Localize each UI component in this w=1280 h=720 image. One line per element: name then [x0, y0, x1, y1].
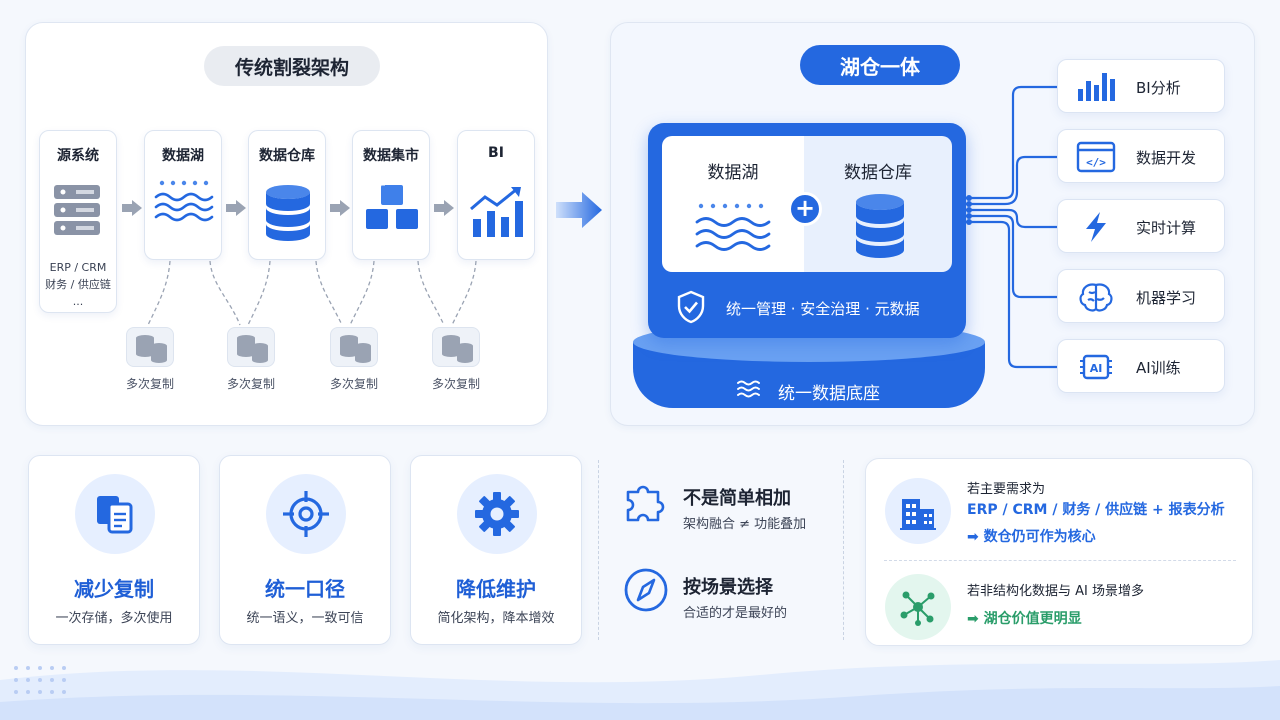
scenario-result: ➡ 湖仓价值更明显 [967, 608, 1082, 628]
app-data-development[interactable]: </> 数据开发 [1057, 129, 1225, 183]
ai-chip-icon: AI [1080, 354, 1112, 380]
copy-storage-1 [126, 327, 174, 367]
node-title: 数据集市 [363, 148, 419, 164]
lakehouse-title: 湖仓一体 [800, 45, 960, 85]
building-icon [900, 499, 936, 530]
app-label: 机器学习 [1136, 289, 1197, 307]
app-ai-training[interactable]: AI AI训练 [1057, 339, 1225, 393]
water-waves-icon [154, 180, 214, 222]
app-connectors [965, 85, 1057, 369]
source-label-3: ... [72, 295, 84, 308]
lake-section [662, 136, 804, 272]
svg-text:AI: AI [1090, 362, 1103, 375]
bar-chart-icon [1078, 73, 1115, 101]
app-bi-analysis[interactable]: BI分析 [1057, 59, 1225, 113]
feature-card-unified-metrics: 统一口径 统一语义，一致可信 [219, 455, 391, 645]
source-label-2: 财务 / 供应链 [45, 278, 111, 291]
note-title: 按场景选择 [683, 577, 773, 598]
code-window-icon: </> [1076, 141, 1116, 173]
node-title: BI [488, 145, 504, 161]
scenario-icon-bg [885, 574, 951, 640]
divider [598, 460, 599, 640]
scenario-result-text: 数仓仍可作为核心 [983, 529, 1096, 545]
plus-icon: + [788, 192, 822, 226]
warehouse-title: 数据仓库 [844, 163, 912, 183]
feature-subtitle: 一次存储，多次使用 [55, 611, 173, 626]
copy-storage-4 [432, 327, 480, 367]
node-data-lake: 数据湖 [144, 130, 222, 260]
arrow-right-icon: ➡ [967, 611, 979, 627]
node-title: 数据仓库 [259, 148, 315, 164]
node-data-mart: 数据集市 [352, 130, 430, 260]
node-title: 数据湖 [162, 148, 204, 164]
traditional-architecture-title: 传统割裂架构 [204, 46, 380, 86]
network-icon [900, 591, 935, 626]
feature-subtitle: 统一语义，一致可信 [246, 611, 364, 626]
copy-dashed-links [147, 260, 477, 326]
compass-icon [624, 568, 668, 612]
trend-chart-icon [470, 187, 523, 237]
copy-docs-icon [97, 496, 133, 534]
app-label: BI分析 [1136, 79, 1181, 97]
copy-label: 多次复制 [431, 377, 480, 391]
feature-title: 降低维护 [456, 577, 536, 601]
target-icon [283, 491, 329, 537]
shield-check-icon [677, 290, 705, 324]
governance-label: 统一管理 · 安全治理 · 元数据 [726, 300, 920, 318]
feature-card-reduce-copy: 减少复制 一次存储，多次使用 [28, 455, 200, 645]
copy-label: 多次复制 [226, 377, 275, 391]
note-subtitle: 架构融合 ≠ 功能叠加 [683, 517, 807, 532]
scenario-result: ➡ 数仓仍可作为核心 [967, 526, 1096, 546]
server-icon [54, 185, 100, 235]
copy-label: 多次复制 [329, 377, 378, 391]
copy-storage-3 [330, 327, 378, 367]
node-data-warehouse: 数据仓库 [248, 130, 326, 260]
feature-subtitle: 简化架构，降本增效 [437, 611, 555, 626]
scenario-icon-bg [885, 478, 951, 544]
source-label-1: ERP / CRM [49, 261, 107, 274]
dot-grid-decoration [14, 666, 66, 694]
waves-icon [737, 380, 760, 398]
feature-title: 统一口径 [265, 577, 345, 601]
water-waves-icon [695, 203, 771, 251]
copy-label: 多次复制 [125, 377, 174, 391]
pipeline-arrows [122, 200, 454, 216]
brain-icon [1079, 283, 1113, 312]
app-machine-learning[interactable]: 机器学习 [1057, 269, 1225, 323]
transition-arrow-icon [556, 192, 602, 228]
scenario-systems: ERP / CRM / 财务 / 供应链 + 报表分析 [967, 502, 1225, 518]
cubes-icon [366, 183, 418, 229]
feature-card-reduce-maintenance: 降低维护 简化架构，降本增效 [410, 455, 582, 645]
app-label: 实时计算 [1136, 219, 1197, 237]
node-bi: BI [457, 130, 535, 260]
app-realtime-compute[interactable]: 实时计算 [1057, 199, 1225, 253]
database-icon [266, 185, 310, 241]
copy-storage-2 [227, 327, 275, 367]
database-icon [856, 194, 904, 258]
divider [884, 560, 1236, 561]
arrow-right-icon: ➡ [967, 529, 979, 545]
gear-icon [475, 492, 519, 536]
app-label: 数据开发 [1136, 149, 1197, 167]
scenario-condition: 若非结构化数据与 AI 场景增多 [967, 584, 1144, 599]
node-source-systems: 源系统 ERP / CRM 财务 / 供应链 ... [39, 130, 117, 313]
base-platform-label: 统一数据底座 [778, 384, 880, 404]
scenario-condition: 若主要需求为 [967, 482, 1046, 497]
note-title: 不是简单相加 [683, 488, 791, 509]
bottom-wave-decoration [0, 660, 1280, 720]
lightning-icon [1086, 212, 1106, 242]
divider [843, 460, 844, 640]
puzzle-icon [626, 485, 665, 522]
app-label: AI训练 [1136, 359, 1181, 377]
feature-title: 减少复制 [74, 577, 154, 601]
node-title: 源系统 [57, 148, 99, 164]
lake-title: 数据湖 [707, 163, 759, 183]
note-subtitle: 合适的才是最好的 [683, 606, 788, 621]
svg-text:</>: </> [1086, 156, 1106, 169]
scenario-result-text: 湖仓价值更明显 [983, 611, 1082, 627]
